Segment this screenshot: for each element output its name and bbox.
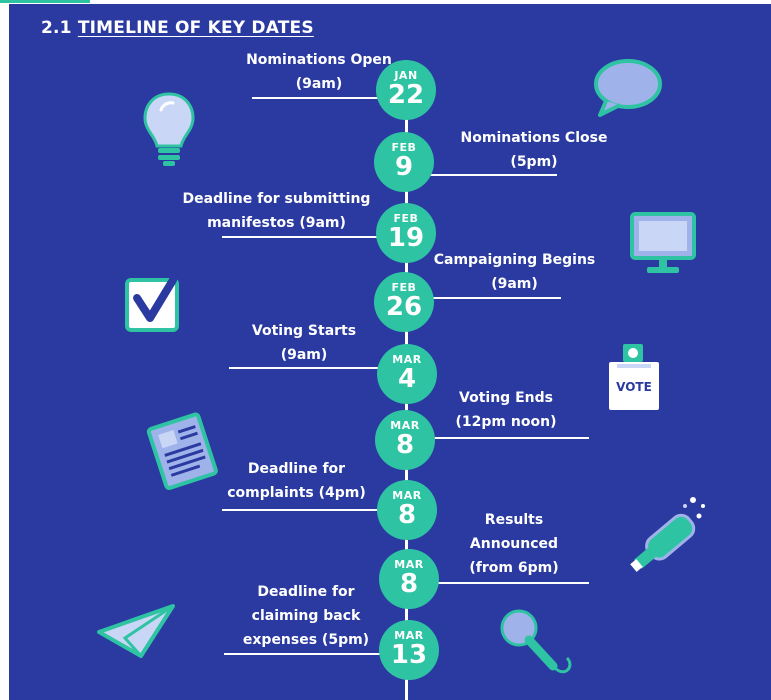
event-label-line: Announced	[469, 536, 559, 552]
date-day: 22	[387, 80, 425, 110]
date-month: MAR	[394, 558, 424, 571]
newspaper-icon	[146, 412, 218, 490]
event-label-line: Results	[484, 512, 544, 528]
microphone-icon	[500, 609, 572, 674]
event-connector	[222, 236, 402, 238]
checkbox-icon	[125, 276, 179, 332]
event-label: Deadline for submitting manifestos (9am)	[169, 187, 384, 235]
event-label: Nominations Open (9am)	[219, 48, 419, 96]
event-label-line: (9am)	[491, 276, 538, 292]
ballot-box-graphic	[609, 344, 659, 410]
ballot-box-label: VOTE	[616, 380, 652, 394]
event-label-line: Campaigning Begins	[433, 252, 596, 268]
event-label: Voting Ends (12pm noon)	[441, 386, 571, 434]
date-badge: FEB 9	[374, 132, 434, 192]
date-badge: MAR 4	[377, 344, 437, 404]
event-label-line: manifestos (9am)	[207, 215, 346, 231]
date-badge: MAR 8	[379, 549, 439, 609]
date-badge: FEB 19	[376, 203, 436, 263]
date-badge: MAR 8	[377, 480, 437, 540]
section-title: TIMELINE OF KEY DATES	[77, 18, 314, 38]
date-day: 8	[397, 500, 417, 530]
event-label: Nominations Close (5pm)	[434, 126, 634, 174]
champagne-icon	[630, 497, 705, 572]
speech-bubble-icon	[594, 59, 662, 117]
date-day: 13	[390, 640, 428, 670]
event-label-line: (12pm noon)	[455, 414, 557, 430]
monitor-icon	[630, 212, 696, 273]
event-label: Deadline for claiming back expenses (5pm…	[241, 580, 371, 652]
date-day: 4	[397, 364, 417, 394]
date-month: MAR	[392, 489, 422, 502]
event-label-line: Deadline for	[257, 584, 355, 600]
lightbulb-icon	[143, 92, 195, 166]
event-label: Results Announced (from 6pm)	[454, 508, 574, 580]
date-month: MAR	[394, 629, 424, 642]
event-connector	[409, 174, 557, 176]
event-connector	[252, 97, 402, 99]
date-day: 8	[395, 430, 415, 460]
event-label-line: Deadline for submitting	[182, 191, 371, 207]
ballot-box-icon: VOTE	[605, 342, 667, 412]
event-connector	[409, 297, 561, 299]
event-connector	[409, 437, 589, 439]
event-label-line: Voting Ends	[459, 390, 553, 406]
event-connector	[229, 367, 402, 369]
event-connector	[224, 653, 402, 655]
date-month: MAR	[392, 353, 422, 366]
date-day: 26	[385, 292, 423, 322]
date-badge: MAR 13	[379, 620, 439, 680]
event-label-line: expenses (5pm)	[242, 632, 370, 648]
event-label-line: Deadline for	[247, 461, 346, 477]
event-label-line: claiming back	[251, 608, 361, 624]
date-day: 19	[387, 223, 425, 253]
event-connector	[409, 582, 589, 584]
date-badge: MAR 8	[375, 410, 435, 470]
event-label-line: (from 6pm)	[469, 560, 559, 576]
date-month: MAR	[390, 419, 420, 432]
date-month: FEB	[391, 141, 417, 154]
timeline-panel: 2.1 TIMELINE OF KEY DATES Nominations Op…	[9, 4, 771, 700]
date-day: 9	[394, 152, 414, 182]
section-number: 2.1	[41, 18, 72, 38]
event-label-line: (5pm)	[510, 154, 558, 170]
event-label-line: Voting Starts	[251, 323, 357, 339]
date-month: JAN	[394, 69, 418, 82]
event-label-line: (9am)	[295, 76, 343, 92]
event-label: Campaigning Begins (9am)	[427, 248, 602, 296]
event-connector	[222, 509, 402, 511]
event-label-line: Nominations Open	[246, 52, 392, 68]
page-title: 2.1 TIMELINE OF KEY DATES	[41, 18, 314, 38]
event-label-line: (9am)	[280, 347, 328, 363]
event-label: Deadline for complaints (4pm)	[219, 457, 374, 505]
event-label: Voting Starts (9am)	[229, 319, 379, 367]
date-day: 8	[399, 569, 419, 599]
event-label-line: complaints (4pm)	[227, 485, 366, 501]
event-label-line: Nominations Close	[460, 130, 608, 146]
date-badge: JAN 22	[376, 60, 436, 120]
date-month: FEB	[393, 212, 419, 225]
top-accent-strip	[0, 0, 90, 3]
date-badge: FEB 26	[374, 272, 434, 332]
date-month: FEB	[391, 281, 417, 294]
paper-plane-icon	[97, 604, 175, 658]
